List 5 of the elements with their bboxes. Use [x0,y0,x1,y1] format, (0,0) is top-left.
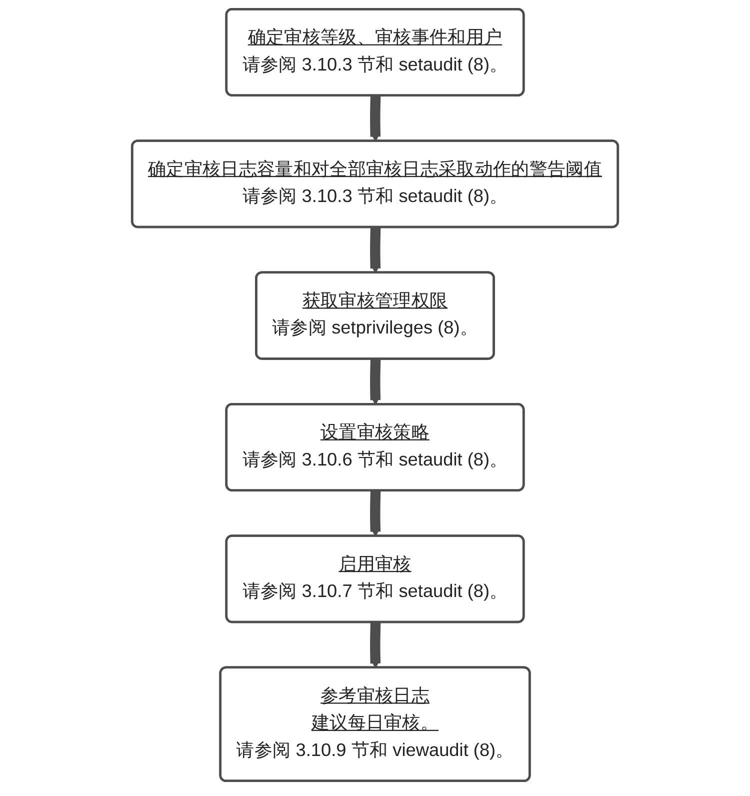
arrow [370,490,381,537]
arrow [370,94,381,142]
arrow [370,226,381,274]
arrow [370,621,381,668]
arrow [370,358,381,406]
